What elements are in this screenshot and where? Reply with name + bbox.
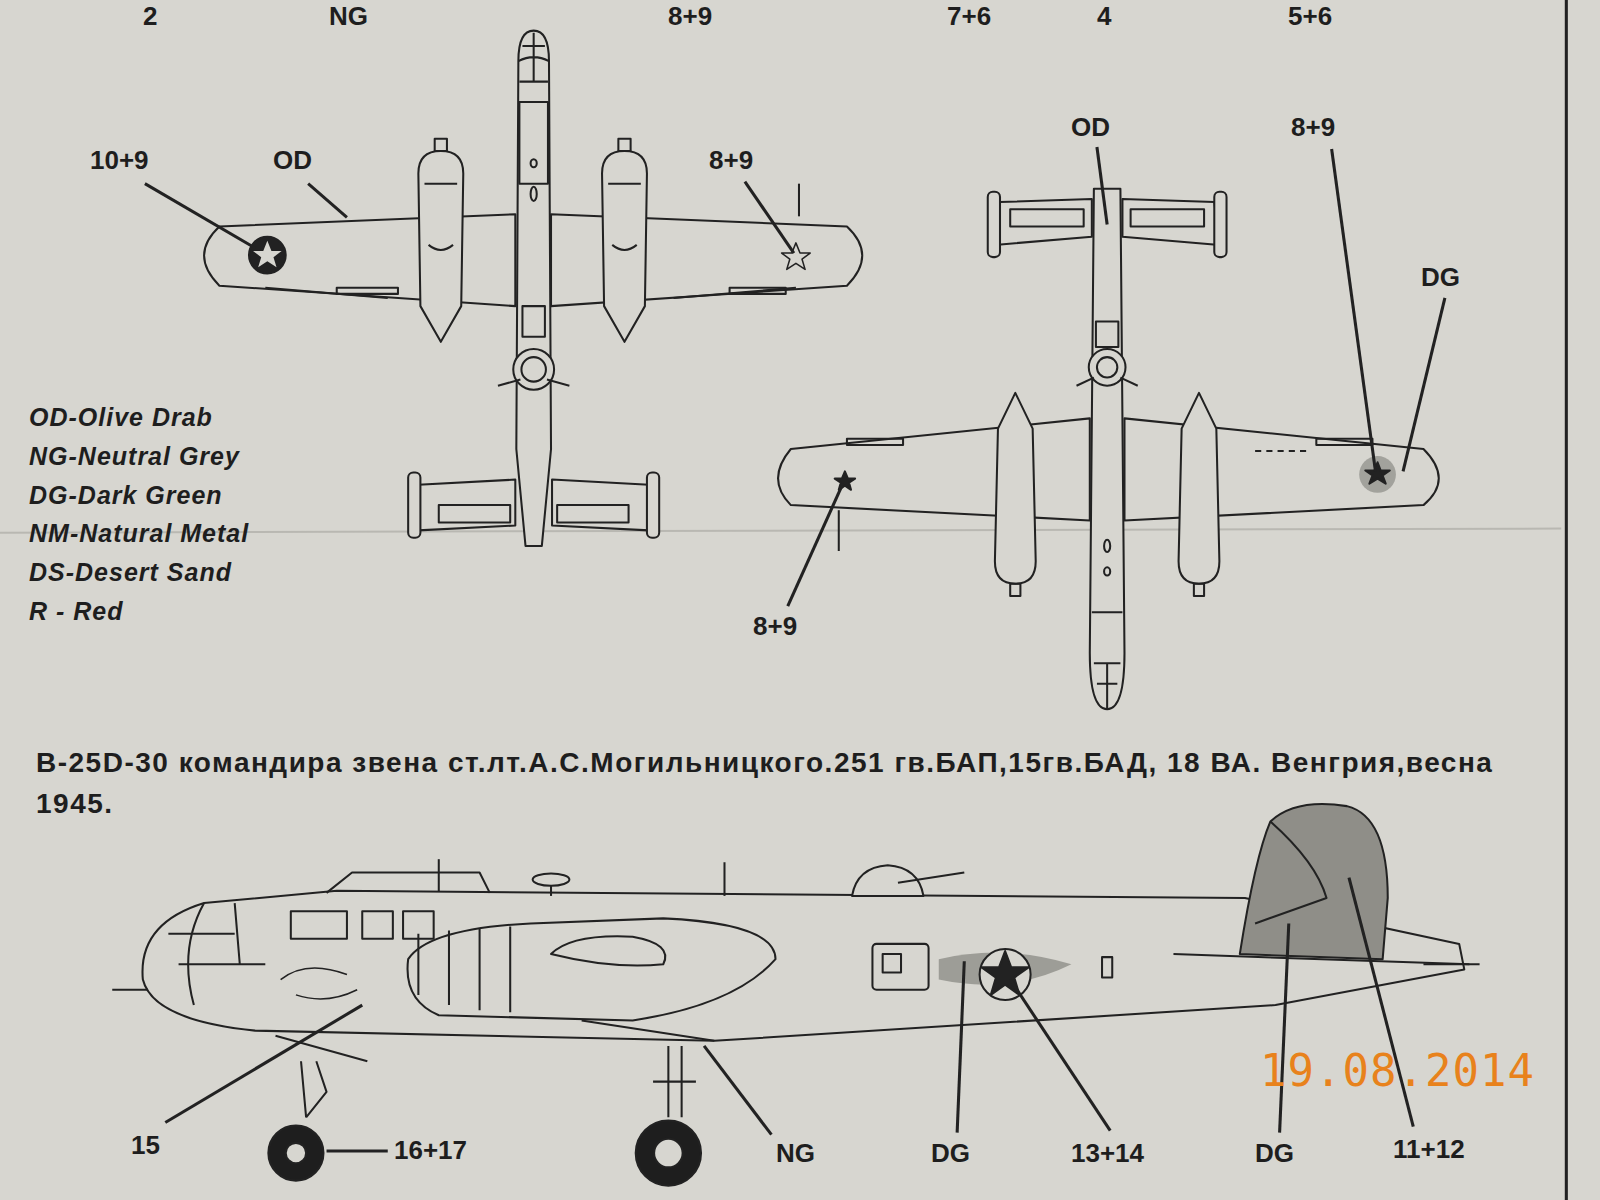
callout-number: 13+14 — [1071, 1139, 1144, 1169]
callout-number: 5+6 — [1288, 2, 1332, 32]
legend-entry: OD-Olive Drab — [29, 403, 213, 432]
callout-number: 8+9 — [668, 2, 712, 32]
paper-marks — [0, 0, 1566, 1200]
legend-entry: R - Red — [29, 597, 124, 626]
date-stamp: 19.08.2014 — [1260, 1046, 1535, 1097]
leader-lines — [145, 147, 1445, 1151]
callout-number: 7+6 — [947, 2, 991, 32]
top-view — [204, 31, 862, 546]
callout-number: 15 — [131, 1131, 160, 1161]
callout-number: 16+17 — [394, 1136, 467, 1166]
callout-number: NG — [776, 1139, 815, 1169]
side-view — [112, 804, 1479, 1186]
callout-number: OD — [273, 146, 312, 176]
legend-entry: NG-Neutral Grey — [29, 442, 240, 471]
bottom-view — [778, 189, 1439, 709]
caption-title: B-25D-30 командира звена ст.лт.А.С.Могил… — [36, 743, 1556, 824]
callout-number: 11+12 — [1393, 1135, 1465, 1165]
callout-number: 2 — [143, 2, 157, 32]
legend-entry: DS-Desert Sand — [29, 558, 232, 587]
callout-number: 10+9 — [90, 146, 149, 176]
legend-entry: DG-Dark Green — [29, 481, 223, 510]
callout-number: OD — [1071, 113, 1110, 143]
callout-number: NG — [329, 2, 368, 32]
callout-number: 8+9 — [709, 146, 753, 176]
callout-number: 4 — [1097, 2, 1111, 32]
callout-number: DG — [931, 1139, 970, 1169]
callout-number: 8+9 — [753, 612, 797, 642]
legend-entry: NM-Natural Metal — [29, 519, 249, 548]
callout-number: 8+9 — [1291, 113, 1335, 143]
callout-number: DG — [1421, 263, 1460, 293]
callout-number: DG — [1255, 1139, 1294, 1169]
